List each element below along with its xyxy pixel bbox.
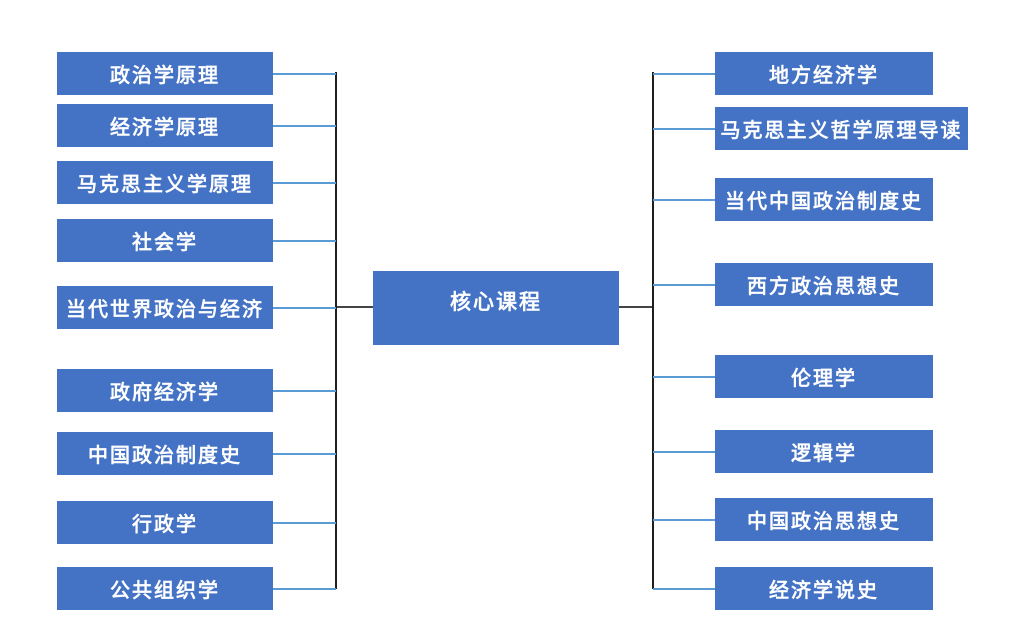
right-trunk-line [652, 72, 654, 589]
center-node-label: 核心课程 [450, 291, 542, 314]
connector-line [273, 390, 336, 392]
course-node-label: 当代世界政治与经济 [66, 299, 264, 321]
connector-line [273, 73, 336, 75]
course-node[interactable]: 地方经济学 [715, 52, 933, 95]
left-trunk-line [335, 72, 337, 589]
connector-line [653, 73, 715, 75]
center-left-connector-line [337, 306, 373, 308]
course-node[interactable]: 当代中国政治制度史 [715, 178, 933, 221]
course-node[interactable]: 马克思主义学原理 [57, 161, 273, 204]
connector-line [273, 453, 336, 455]
course-node-label: 社会学 [132, 232, 198, 254]
connector-line [273, 307, 336, 309]
course-node-label: 当代中国政治制度史 [725, 191, 923, 213]
course-node[interactable]: 当代世界政治与经济 [57, 286, 273, 329]
connector-line [273, 240, 336, 242]
course-node[interactable]: 政府经济学 [57, 369, 273, 412]
course-node-label: 中国政治制度史 [88, 445, 242, 467]
connector-line [653, 588, 715, 590]
course-node-label: 政府经济学 [110, 382, 220, 404]
connector-line [273, 588, 336, 590]
course-node[interactable]: 公共组织学 [57, 567, 273, 610]
course-node-label: 经济学说史 [769, 580, 879, 602]
center-node[interactable]: 核心课程 [373, 271, 619, 345]
course-node[interactable]: 中国政治制度史 [57, 432, 273, 475]
course-node-label: 逻辑学 [791, 443, 857, 465]
course-node[interactable]: 经济学说史 [715, 567, 933, 610]
connector-line [653, 376, 715, 378]
course-node-label: 马克思主义学原理 [77, 174, 253, 196]
course-node-label: 中国政治思想史 [747, 511, 901, 533]
course-node[interactable]: 行政学 [57, 501, 273, 544]
center-right-connector-line [619, 306, 652, 308]
course-node[interactable]: 政治学原理 [57, 52, 273, 95]
course-node-label: 马克思主义哲学原理导读 [720, 120, 963, 142]
course-node[interactable]: 社会学 [57, 219, 273, 262]
course-node-label: 西方政治思想史 [747, 276, 901, 298]
course-node[interactable]: 逻辑学 [715, 430, 933, 473]
connector-line [653, 199, 715, 201]
course-node-label: 经济学原理 [110, 117, 220, 139]
course-node-label: 行政学 [132, 514, 198, 536]
connector-line [273, 182, 336, 184]
connector-line [653, 519, 715, 521]
course-node-label: 公共组织学 [110, 580, 220, 602]
connector-line [653, 451, 715, 453]
course-node[interactable]: 经济学原理 [57, 104, 273, 147]
course-node[interactable]: 中国政治思想史 [715, 498, 933, 541]
connector-line [273, 125, 336, 127]
connector-line [653, 284, 715, 286]
course-node-label: 地方经济学 [769, 65, 879, 87]
course-node[interactable]: 西方政治思想史 [715, 263, 933, 306]
connector-line [653, 128, 715, 130]
connector-line [273, 522, 336, 524]
course-node[interactable]: 伦理学 [715, 355, 933, 398]
course-node[interactable]: 马克思主义哲学原理导读 [715, 107, 968, 150]
course-node-label: 政治学原理 [110, 65, 220, 87]
course-node-label: 伦理学 [791, 368, 857, 390]
